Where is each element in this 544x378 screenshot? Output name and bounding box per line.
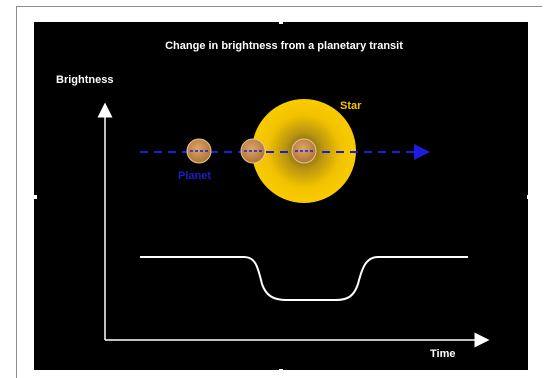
planet-icon bbox=[291, 138, 317, 164]
planet-icon bbox=[240, 138, 266, 164]
planet-label: Planet bbox=[178, 170, 211, 182]
transit-diagram: Change in brightness from a planetary tr… bbox=[56, 40, 490, 360]
planet-icon bbox=[186, 138, 212, 164]
x-axis-label: Time bbox=[430, 348, 455, 360]
star-label: Star bbox=[340, 100, 362, 112]
selection-handle[interactable] bbox=[279, 20, 283, 24]
selection-handle[interactable] bbox=[33, 195, 37, 199]
diagram-title: Change in brightness from a planetary tr… bbox=[165, 40, 403, 52]
selection-handle[interactable] bbox=[279, 369, 283, 373]
diagram-panel: Change in brightness from a planetary tr… bbox=[34, 22, 528, 370]
selection-handle[interactable] bbox=[527, 195, 531, 199]
y-axis-label: Brightness bbox=[56, 74, 113, 86]
light-curve bbox=[140, 256, 468, 301]
